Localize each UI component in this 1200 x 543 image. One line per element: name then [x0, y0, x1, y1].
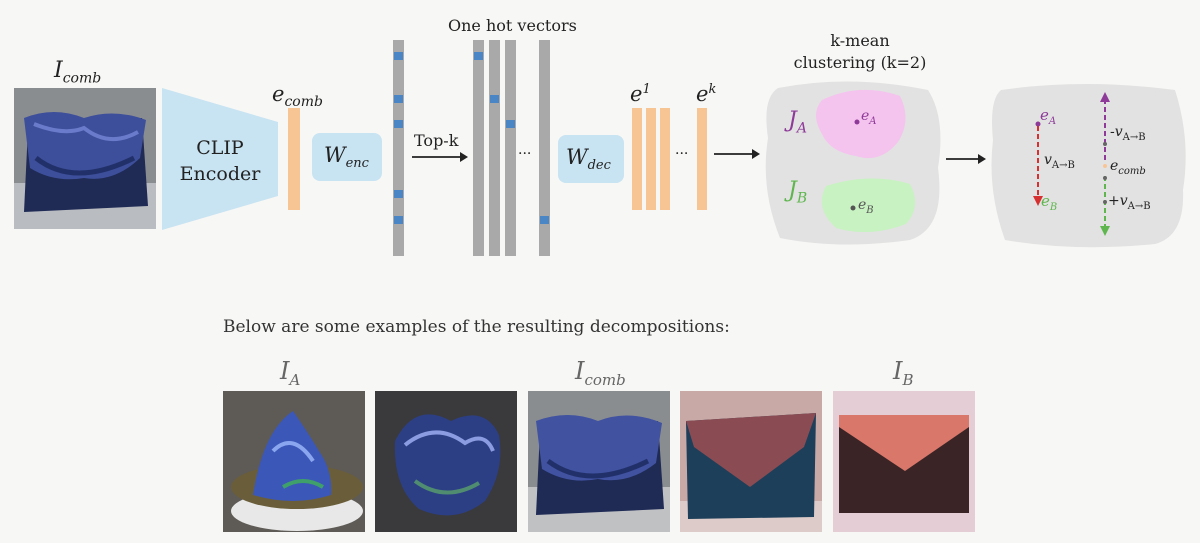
cluster-b-region	[821, 178, 916, 233]
active-slot	[490, 95, 499, 103]
vector-panel	[991, 84, 1186, 248]
example-image-b-2	[833, 391, 975, 532]
cluster-b-centroid	[850, 205, 856, 211]
decoded-embedding-bar	[632, 108, 642, 210]
example-label-comb: Icomb	[575, 357, 626, 389]
example-image-comb	[528, 391, 670, 532]
ea-label: eA	[1040, 106, 1057, 127]
one-hot-bar	[489, 40, 500, 256]
topk-arrow	[412, 152, 468, 162]
ecomb-vector-label: ecomb	[1110, 158, 1146, 177]
active-slot	[394, 216, 403, 224]
cluster-a-label: JA	[788, 108, 807, 137]
clustering-panel	[765, 81, 941, 245]
examples-caption: Below are some examples of the resulting…	[223, 317, 730, 337]
input-bag-image	[14, 88, 156, 229]
sparse-vector-bar	[393, 40, 404, 256]
cluster-a-point-label: eA	[861, 108, 877, 127]
clip-encoder-shape	[162, 88, 278, 230]
cluster-a-centroid	[854, 119, 860, 125]
ea-point	[1035, 121, 1041, 127]
ecomb-embedding-bar	[288, 108, 300, 210]
ecomb-point	[1103, 164, 1107, 168]
one-hot-bar	[505, 40, 516, 256]
wenc-label: Wenc	[324, 143, 369, 172]
to-vectors-arrow	[946, 154, 986, 164]
neg-v-label: -vA→B	[1110, 124, 1146, 143]
active-slot	[394, 52, 403, 60]
clustering-title: k-mean clustering (k=2)	[793, 31, 927, 72]
wdec-box	[558, 135, 624, 183]
decoded-embedding-bar	[697, 108, 707, 210]
active-slot	[474, 52, 483, 60]
active-slot	[540, 216, 549, 224]
wdec-label: Wdec	[566, 145, 611, 174]
decoded-ellipsis: ...	[675, 142, 689, 158]
example-image-b-1	[680, 391, 822, 532]
active-slot	[394, 95, 403, 103]
active-slot	[394, 120, 403, 128]
cluster-a-region	[816, 89, 906, 159]
example-label-b: IB	[893, 357, 914, 389]
one-hot-title: One hot vectors	[448, 16, 577, 35]
decoded-embedding-bar	[660, 108, 670, 210]
active-slot	[394, 190, 403, 198]
example-label-a: IA	[280, 357, 301, 389]
v-ab-label: vA→B	[1044, 152, 1075, 171]
active-slot	[506, 120, 515, 128]
e1-label: e1	[630, 82, 651, 106]
ecomb-label: ecomb	[272, 82, 323, 111]
input-image-label: Icomb	[54, 58, 102, 87]
wenc-box	[312, 133, 382, 181]
example-image-a-2	[375, 391, 517, 532]
one-hot-bar	[473, 40, 484, 256]
clip-encoder-label: CLIP Encoder	[179, 137, 261, 185]
to-clustering-arrow	[714, 149, 760, 159]
eb-label: eB	[1041, 192, 1058, 213]
example-image-a-1	[223, 391, 365, 532]
cluster-b-point-label: eB	[858, 197, 874, 216]
topk-label: Top-k	[414, 131, 459, 150]
decoded-embedding-bar	[646, 108, 656, 210]
cluster-b-label: JB	[788, 178, 808, 207]
one-hot-ellipsis: ...	[518, 142, 532, 158]
pos-v-label: +vA→B	[1108, 193, 1151, 212]
ek-label: ek	[696, 82, 717, 106]
one-hot-bar	[539, 40, 550, 256]
